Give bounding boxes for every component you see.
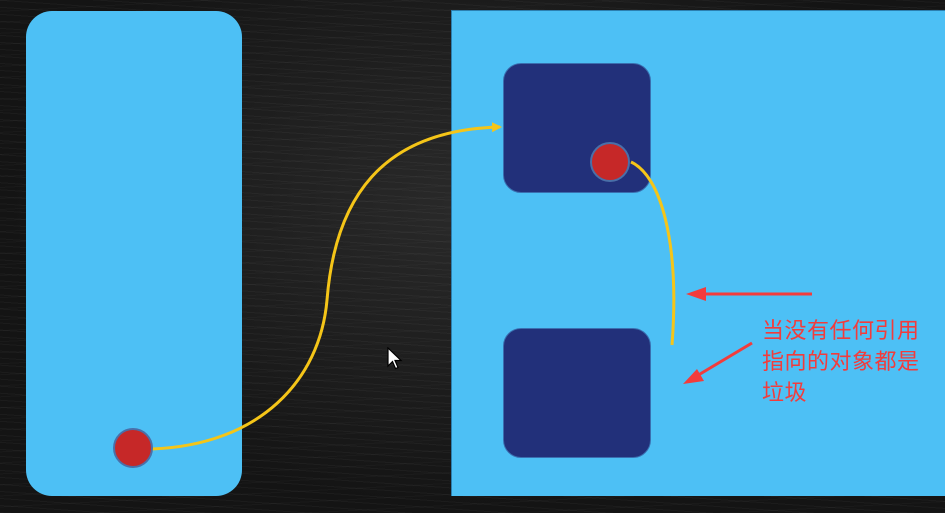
mouse-pointer-icon bbox=[387, 347, 403, 370]
annotation-line-1: 当没有任何引用 bbox=[762, 319, 920, 344]
annotation-arrow-lower bbox=[683, 341, 753, 384]
annotation-arrow-upper bbox=[686, 287, 812, 301]
stack-panel bbox=[26, 11, 242, 496]
heap-object-unreferenced bbox=[503, 328, 651, 458]
annotation-line-2: 指向的对象都是 bbox=[762, 350, 920, 375]
annotation-line-3: 垃圾 bbox=[762, 381, 808, 406]
reference-line-object-to-none bbox=[630, 160, 676, 346]
garbage-annotation: 当没有任何引用 指向的对象都是 垃圾 bbox=[762, 316, 942, 409]
object-reference-dot bbox=[590, 142, 630, 182]
stack-reference-dot bbox=[113, 428, 153, 468]
reference-line-stack-to-object bbox=[151, 122, 502, 451]
